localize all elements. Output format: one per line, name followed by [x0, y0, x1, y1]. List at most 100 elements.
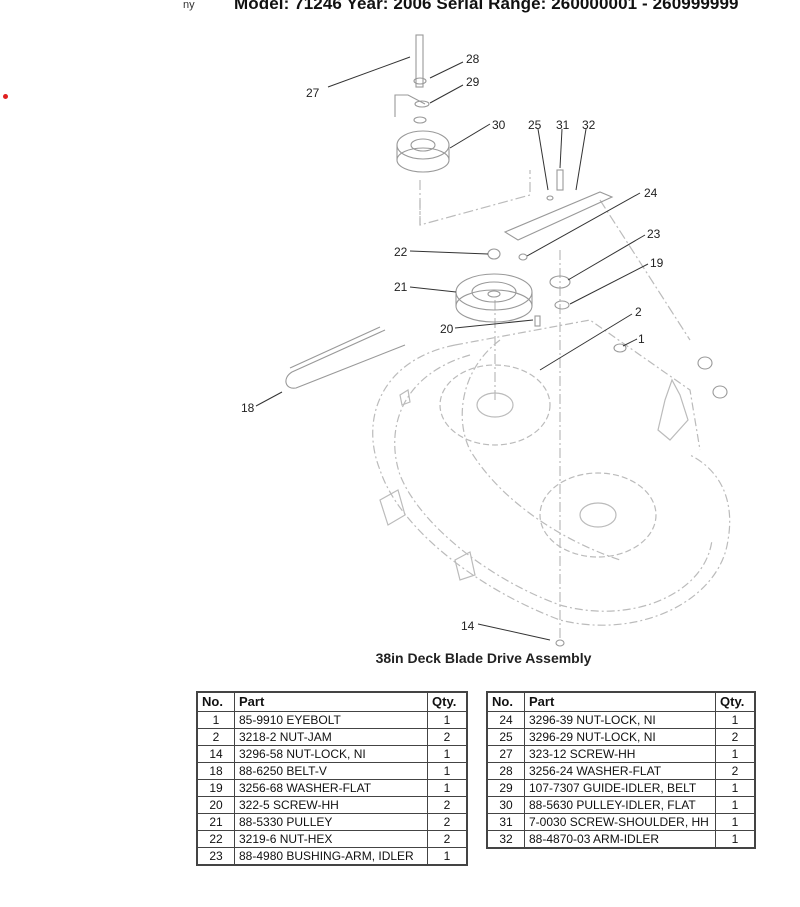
cell-qty: 2: [427, 830, 468, 848]
washer-19-icon: [554, 300, 570, 310]
cell-qty: 1: [427, 762, 468, 780]
cell-no: 28: [486, 762, 525, 780]
cell-no: 20: [196, 796, 235, 814]
callout-23: 23: [647, 227, 661, 241]
cell-no: 30: [486, 796, 525, 814]
callout-20: 20: [440, 322, 454, 336]
header-fragment: ny: [183, 0, 195, 11]
nut-14-icon: [555, 639, 565, 647]
washer-28-icon: [413, 77, 427, 85]
screw-31-icon: [556, 169, 564, 191]
callout-29: 29: [466, 75, 480, 89]
eyebolt-1-icon: [613, 343, 627, 353]
cell-part: 7-0030 SCREW-SHOULDER, HH: [524, 813, 716, 831]
cell-part: 3296-29 NUT-LOCK, NI: [524, 728, 716, 746]
cell-qty: 2: [715, 728, 756, 746]
cell-qty: 2: [427, 813, 468, 831]
callout-21: 21: [394, 280, 408, 294]
cell-part: 322-5 SCREW-HH: [234, 796, 428, 814]
callout-22: 22: [394, 245, 408, 259]
cell-qty: 1: [427, 711, 468, 729]
header-no: No.: [196, 691, 235, 712]
cell-part: 85-9910 EYEBOLT: [234, 711, 428, 729]
cell-part: 88-4980 BUSHING-ARM, IDLER: [234, 847, 428, 866]
cell-no: 18: [196, 762, 235, 780]
cell-qty: 2: [427, 796, 468, 814]
cell-part: 88-4870-03 ARM-IDLER: [524, 830, 716, 849]
header-part: Part: [524, 691, 716, 712]
cell-qty: 2: [715, 762, 756, 780]
cell-part: 3218-2 NUT-JAM: [234, 728, 428, 746]
nut-22-icon: [487, 248, 501, 260]
cell-qty: 1: [427, 779, 468, 797]
table-header-row: No. Part Qty.: [196, 691, 468, 712]
cell-qty: 1: [715, 813, 756, 831]
table-header-row: No. Part Qty.: [486, 691, 756, 712]
callout-19: 19: [650, 256, 664, 270]
callout-28: 28: [466, 52, 480, 66]
page-title: Model: 71246 Year: 2006 Serial Range: 26…: [234, 0, 739, 13]
cell-qty: 1: [427, 847, 468, 866]
cell-qty: 1: [715, 796, 756, 814]
cell-no: 27: [486, 745, 525, 763]
cell-no: 32: [486, 830, 525, 849]
cell-qty: 1: [715, 711, 756, 729]
deck-drawing: [372, 170, 731, 640]
cell-no: 21: [196, 813, 235, 831]
callout-25: 25: [528, 118, 542, 132]
cell-no: 25: [486, 728, 525, 746]
screw-20-icon: [534, 315, 541, 327]
belt-18-icon: [285, 329, 406, 389]
cell-part: 3219-6 NUT-HEX: [234, 830, 428, 848]
callout-2: 2: [635, 305, 642, 319]
callout-30: 30: [492, 118, 506, 132]
cell-part: 3296-58 NUT-LOCK, NI: [234, 745, 428, 763]
cell-no: 14: [196, 745, 235, 763]
exploded-diagram: 27 28 29 30 25 31 32 24 23 19 22 21 20 2…: [241, 34, 731, 647]
cell-no: 19: [196, 779, 235, 797]
cell-qty: 1: [715, 779, 756, 797]
guide-29-icon: [394, 94, 426, 117]
cell-qty: 2: [427, 728, 468, 746]
header-qty: Qty.: [427, 691, 468, 712]
cell-no: 29: [486, 779, 525, 797]
pulley-21-icon: [455, 273, 533, 311]
diagram-caption: 38in Deck Blade Drive Assembly: [375, 650, 592, 666]
header-part: Part: [234, 691, 428, 712]
callout-1: 1: [638, 332, 645, 346]
leader-lines: [255, 56, 649, 641]
parts-drawing: [285, 34, 728, 647]
cell-part: 107-7307 GUIDE-IDLER, BELT: [524, 779, 716, 797]
callout-14: 14: [461, 619, 475, 633]
header-no: No.: [486, 691, 525, 712]
cell-part: 3256-24 WASHER-FLAT: [524, 762, 716, 780]
screw-27-icon: [415, 34, 424, 88]
cell-part: 88-5330 PULLEY: [234, 813, 428, 831]
callout-24: 24: [644, 186, 658, 200]
idler-pulley-30-icon: [396, 130, 450, 160]
cell-part: 323-12 SCREW-HH: [524, 745, 716, 763]
callout-32: 32: [582, 118, 596, 132]
callout-18: 18: [241, 401, 255, 415]
cell-no: 1: [196, 711, 235, 729]
cell-part: 3296-39 NUT-LOCK, NI: [524, 711, 716, 729]
cell-no: 31: [486, 813, 525, 831]
